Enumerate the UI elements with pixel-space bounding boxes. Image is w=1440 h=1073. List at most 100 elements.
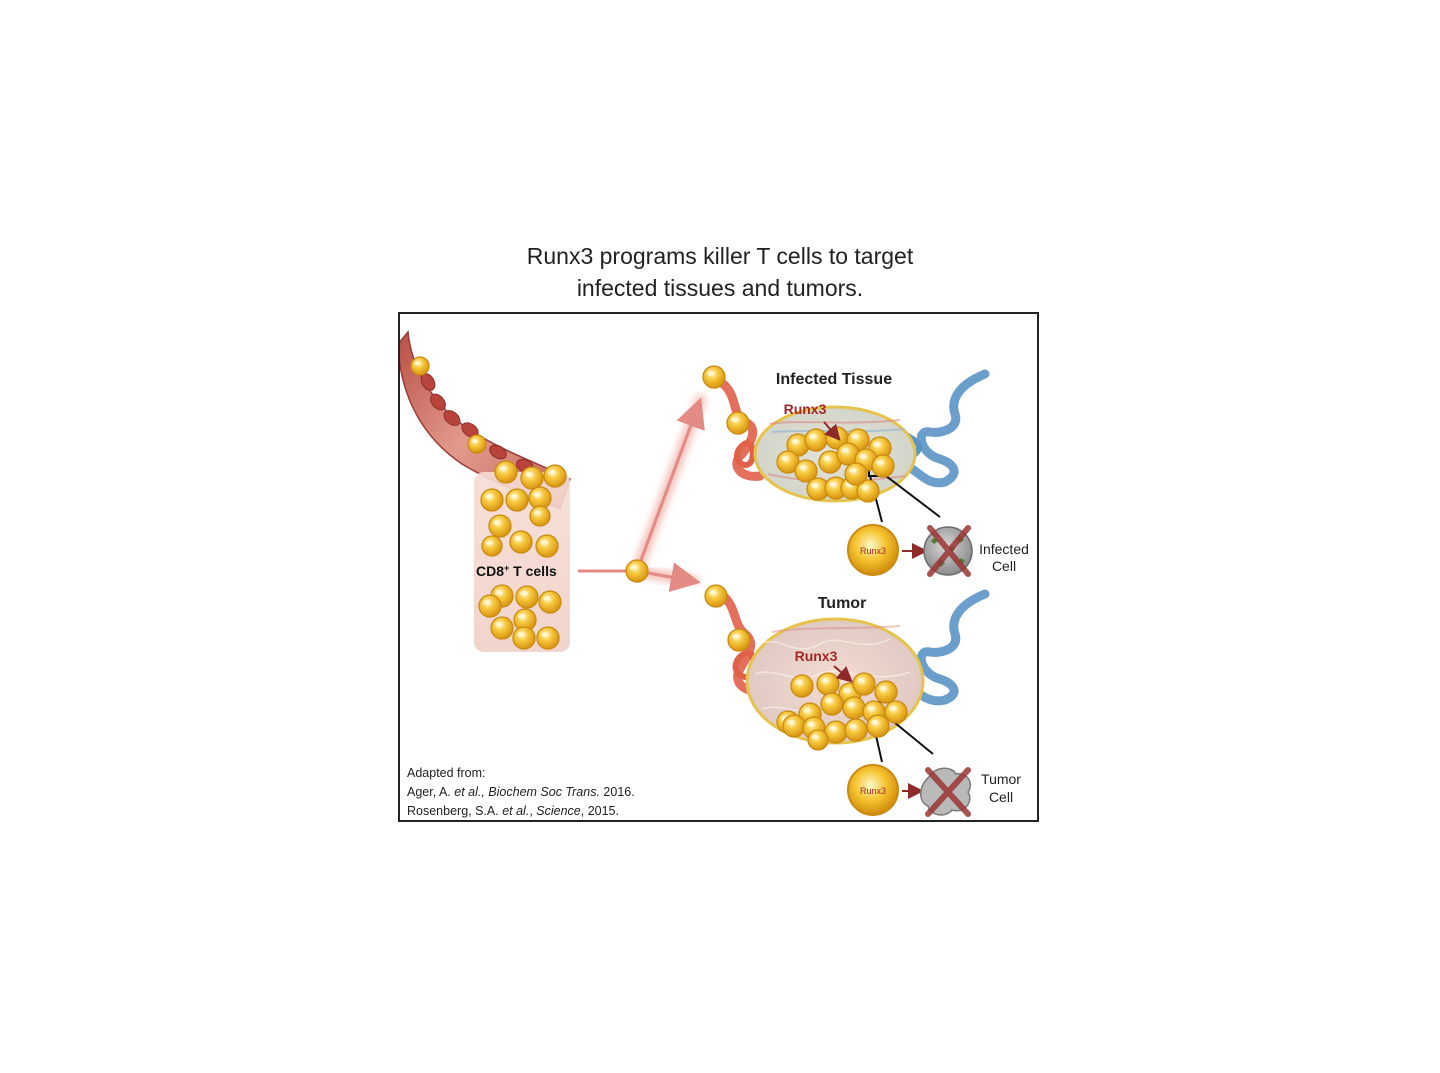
t-cell (726, 411, 750, 435)
t-cell-highlight (493, 520, 501, 525)
t-cell (536, 626, 560, 650)
t-cell (520, 466, 544, 490)
t-cell-highlight (809, 434, 817, 439)
t-cell-highlight (732, 634, 740, 639)
t-cell (866, 714, 890, 738)
t-cell (856, 479, 880, 503)
t-cell-highlight (520, 591, 528, 596)
diagram-frame: Runx3 Runx3 CD8+ T cells Infected Tissu (398, 312, 1039, 822)
tumor-cell-label-line-2: Cell (989, 789, 1013, 805)
t-cell-highlight (825, 698, 833, 703)
t-cell-highlight (499, 466, 507, 471)
t-cell (702, 365, 726, 389)
t-cell (782, 714, 806, 738)
t-cell-highlight (795, 680, 803, 685)
t-cell-highlight (731, 417, 739, 422)
t-cell (481, 535, 503, 557)
citation-author-ager: Ager, A. (407, 785, 455, 799)
t-cell-highlight (630, 565, 638, 570)
t-cell (884, 700, 908, 724)
t-cell (874, 680, 898, 704)
t-cell (790, 674, 814, 698)
t-cell-highlight (829, 726, 837, 731)
t-cell-highlight (510, 494, 518, 499)
t-cell (842, 696, 866, 720)
t-cell-highlight (787, 720, 795, 725)
t-cell-highlight (841, 448, 849, 453)
citation-line-1: Adapted from: (407, 766, 486, 780)
t-cell-highlight (859, 454, 867, 459)
t-cell-highlight (861, 485, 869, 490)
t-cell-highlight (867, 706, 875, 711)
t-cell-highlight (543, 596, 551, 601)
t-cell (410, 356, 430, 376)
citation-journal-rosenberg: Science (536, 804, 581, 818)
infected-cell-label-line-2: Cell (992, 558, 1016, 574)
t-cell (727, 628, 751, 652)
t-cell (509, 530, 533, 554)
citation-year-ager: 2016. (599, 785, 635, 799)
t-cell (505, 488, 529, 512)
t-cell-highlight (495, 622, 503, 627)
t-cell (538, 590, 562, 614)
title-line-1: Runx3 programs killer T cells to target (526, 243, 914, 269)
citation: Adapted from: Ager, A. et al., Biochem S… (407, 764, 635, 820)
t-cell (529, 505, 551, 527)
citation-etal-rosenberg: et al. (502, 804, 530, 818)
t-cell-highlight (485, 494, 493, 499)
citation-author-rosenberg: Rosenberg, S.A. (407, 804, 503, 818)
t-cell-highlight (791, 439, 799, 444)
t-cell-highlight (873, 442, 881, 447)
t-cell-highlight (540, 540, 548, 545)
t-cell (488, 514, 512, 538)
t-cell (535, 534, 559, 558)
citation-sep-rosenberg: , (529, 804, 537, 818)
migration-arrows (578, 394, 707, 593)
t-cell (794, 459, 818, 483)
cross-mark-infected (927, 525, 971, 577)
t-cell-highlight (495, 590, 503, 595)
t-cell-highlight (525, 472, 533, 477)
t-cell-highlight (781, 456, 789, 461)
runx3-arrow-infected (823, 421, 841, 442)
title-line-2: infected tissues and tumors. (576, 275, 864, 301)
t-cell-highlight (849, 468, 857, 473)
t-cell (478, 594, 502, 618)
t-cell-highlight (485, 540, 493, 545)
tumor-cell-killing-inset: Runx3 (847, 764, 972, 817)
t-cell-highlight (879, 686, 887, 691)
cell-runx3-label-bottom: Runx3 (860, 786, 886, 796)
t-cell-highlight (517, 632, 525, 637)
t-cell (467, 434, 487, 454)
t-cell (490, 616, 514, 640)
cd8-t-cells-label: CD8+ T cells (476, 563, 557, 579)
t-cell (543, 464, 567, 488)
t-cell-highlight (871, 720, 879, 725)
t-cell-highlight (414, 361, 421, 366)
t-cell (515, 585, 539, 609)
t-cell (844, 462, 868, 486)
cross-mark-tumor (925, 767, 971, 817)
t-cell-highlight (876, 460, 884, 465)
t-cell-highlight (548, 470, 556, 475)
t-cell-highlight (889, 706, 897, 711)
citation-year-rosenberg: , 2015. (580, 804, 619, 818)
diagram-canvas: Runx3 Runx3 CD8+ T cells Infected Tissu (400, 330, 1029, 817)
t-cell-highlight (533, 492, 541, 497)
tumor-cell-label-line-1: Tumor (981, 771, 1021, 787)
infected-cell-label-line-1: Infected (979, 541, 1029, 557)
citation-journal-ager: et al., Biochem Soc Trans. (454, 785, 600, 799)
t-cell (804, 428, 828, 452)
t-cell (494, 460, 518, 484)
t-cell-highlight (823, 456, 831, 461)
citation-line-2: Ager, A. et al., Biochem Soc Trans. 2016… (407, 783, 635, 802)
t-cell-highlight (821, 678, 829, 683)
t-cell-highlight (857, 678, 865, 683)
t-cell (480, 488, 504, 512)
t-cell-highlight (483, 600, 491, 605)
tumor-label: Tumor (818, 595, 867, 612)
cell-runx3-label-top: Runx3 (860, 546, 886, 556)
t-cell-highlight (707, 371, 715, 376)
runx3-t-cell-tumor (847, 764, 899, 816)
t-cell-highlight (541, 632, 549, 637)
